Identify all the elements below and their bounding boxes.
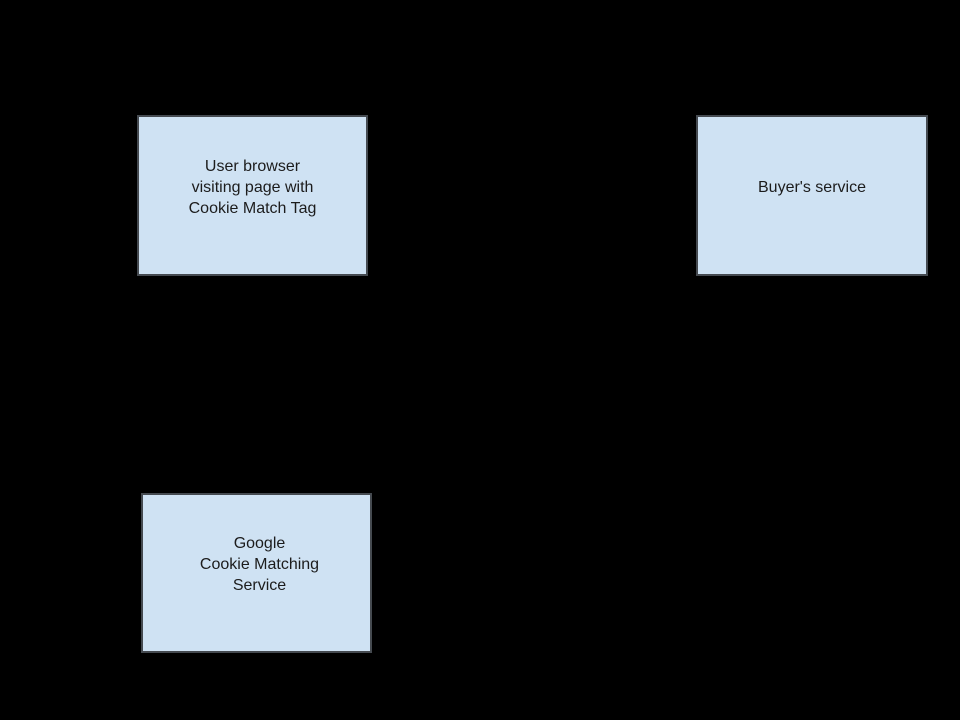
- label-line: Service: [232, 576, 287, 594]
- node-google-cookie-matching-service: Google Cookie Matching Service: [141, 493, 372, 653]
- label-line: User browser: [204, 158, 301, 175]
- label-line: Cookie Matching: [199, 555, 320, 573]
- label-line: Google: [233, 534, 286, 552]
- node-user-browser: User browser visiting page with Cookie M…: [137, 115, 368, 276]
- node-user-browser-label: User browser visiting page with Cookie M…: [189, 156, 317, 219]
- node-google-cookie-matching-service-label: Google Cookie Matching Service: [200, 533, 319, 596]
- label-line: Cookie Match Tag: [188, 200, 317, 217]
- node-buyers-service: Buyer's service: [696, 115, 928, 276]
- label-line: Buyer's service: [758, 179, 866, 196]
- node-buyers-service-label: Buyer's service: [758, 177, 866, 198]
- label-line: visiting page with: [191, 179, 314, 196]
